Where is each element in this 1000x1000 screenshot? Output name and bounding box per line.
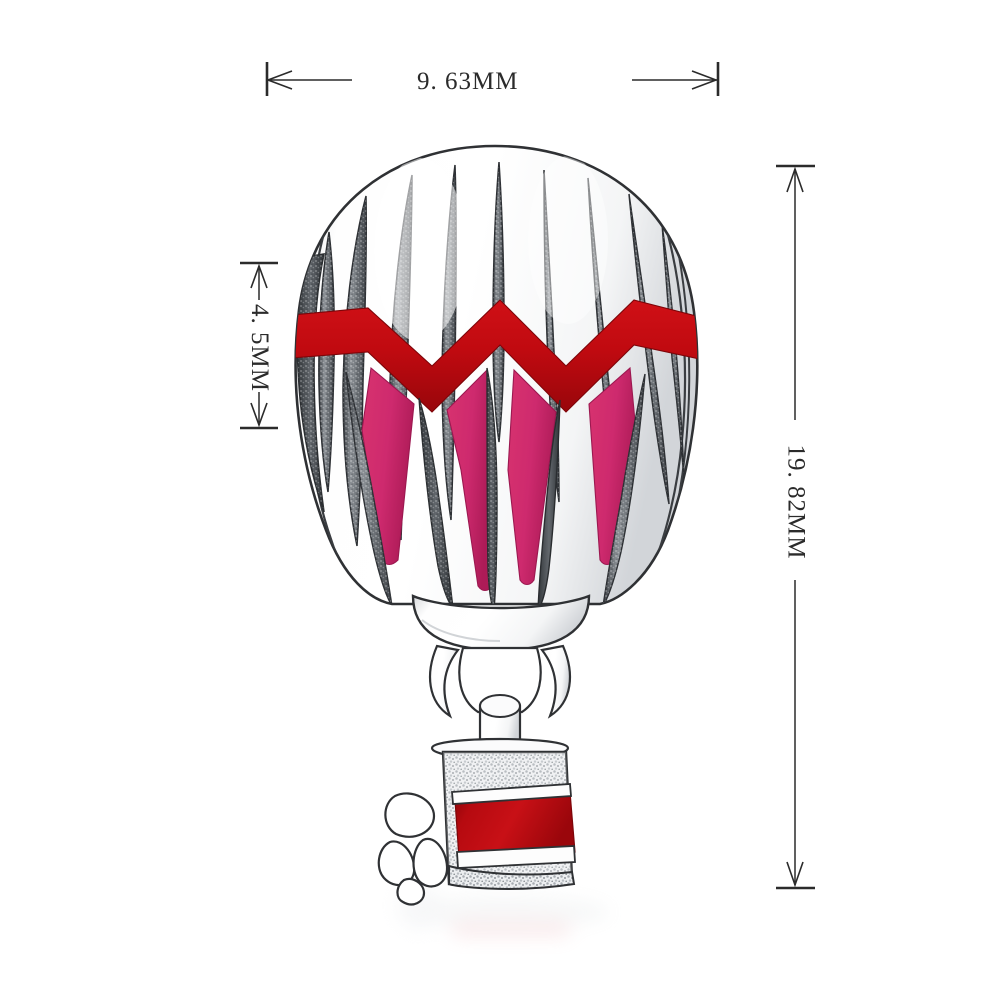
lower-canopy-ribs [345, 367, 646, 604]
width-dimension-label: 9. 63MM [417, 68, 519, 95]
pink-enamel-panels [361, 366, 637, 592]
red-chevron-band [295, 299, 698, 413]
height-dimension-label: 19. 82MM [782, 444, 810, 560]
suspension-loop [428, 644, 572, 754]
balloon-canopy [294, 144, 699, 606]
side-flower-accent [377, 792, 449, 906]
textured-basket [430, 737, 576, 890]
canopy-base-rim [411, 594, 591, 652]
band-dimension-label: 4. 5MM [246, 304, 273, 392]
